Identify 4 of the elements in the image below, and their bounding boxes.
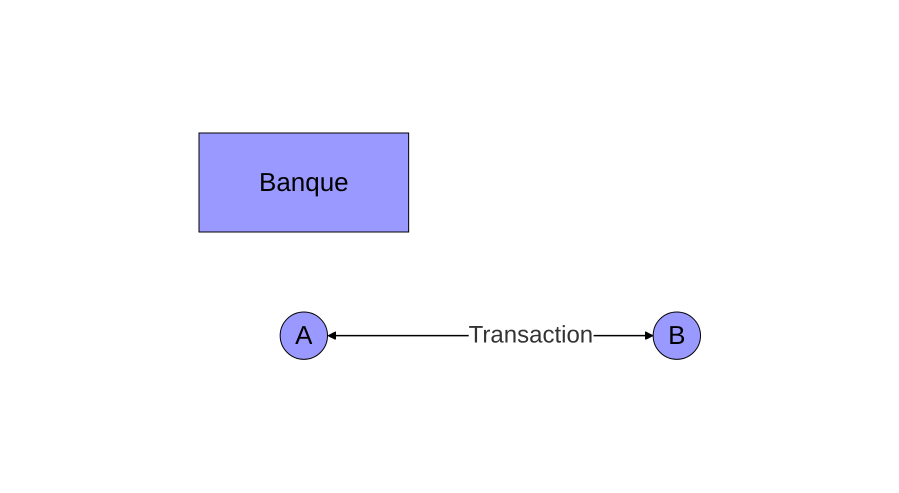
node-circle: B bbox=[652, 312, 701, 360]
node-circle: A bbox=[279, 312, 328, 360]
node-box: Banque bbox=[198, 132, 409, 233]
edge-label: Transaction bbox=[468, 322, 593, 349]
